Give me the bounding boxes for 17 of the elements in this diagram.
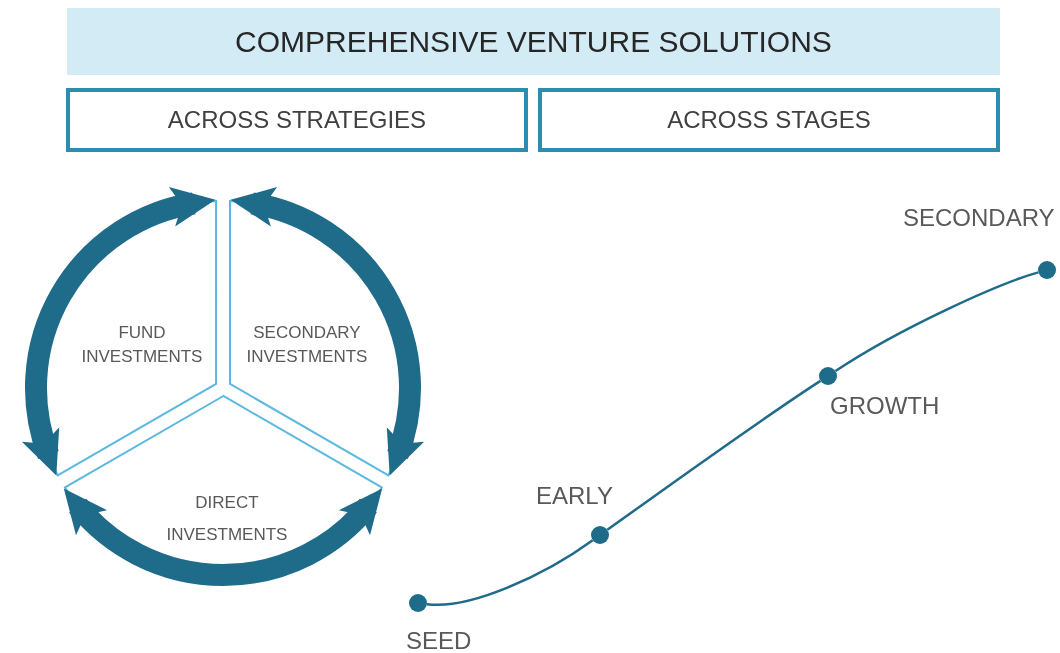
title-text: COMPREHENSIVE VENTURE SOLUTIONS bbox=[235, 24, 832, 60]
stage-label: SECONDARY bbox=[903, 204, 1055, 232]
stage-label: GROWTH bbox=[830, 392, 940, 420]
curve-line bbox=[426, 539, 594, 607]
segment-label: DIRECT INVESTMENTS bbox=[165, 492, 289, 546]
header-text: ACROSS STAGES bbox=[667, 105, 871, 135]
header-text: ACROSS STRATEGIES bbox=[167, 105, 427, 135]
curve-line bbox=[834, 271, 1039, 373]
cycle-arrow bbox=[62, 489, 384, 586]
stage-label: SEED bbox=[406, 627, 472, 653]
title-banner bbox=[67, 8, 1000, 75]
segment-label: SECONDARY INVESTMENTS bbox=[245, 322, 369, 368]
stage-label: EARLY bbox=[536, 482, 613, 510]
curve-line bbox=[606, 379, 822, 531]
section-header-box bbox=[538, 88, 1000, 152]
segment-label: FUND INVESTMENTS bbox=[80, 322, 204, 368]
section-header-box bbox=[66, 88, 528, 152]
